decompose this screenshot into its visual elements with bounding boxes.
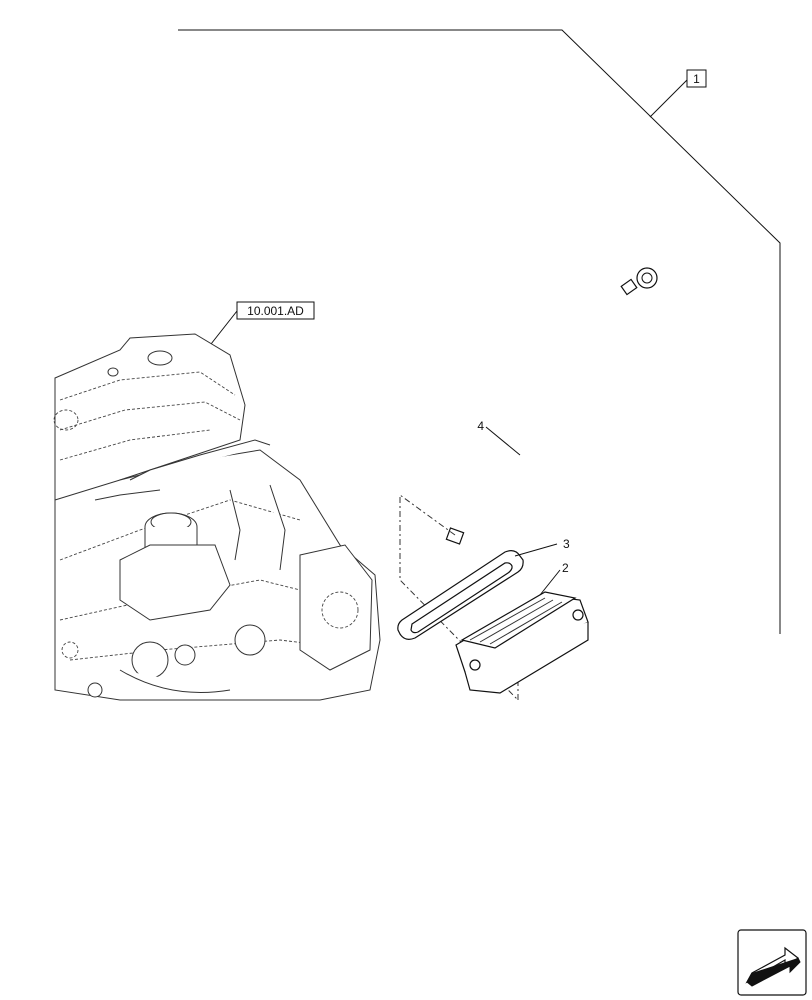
callout-2: 2 — [562, 561, 569, 575]
assembly-ref-box — [686, 69, 707, 88]
engine-ref-label: 10.001.AD — [247, 304, 304, 318]
part-4-battery-cable[interactable]: 4 — [445, 267, 658, 545]
assembly-bracket: 1 — [178, 29, 781, 634]
part-3-gasket[interactable]: 3 — [397, 537, 570, 640]
assembly-dash-lines — [399, 494, 519, 701]
callout-3: 3 — [563, 537, 570, 551]
part-2-heater-element[interactable]: 2 — [455, 561, 589, 694]
assembly-ref-label: 1 — [693, 72, 700, 86]
engine-ref-box — [236, 301, 315, 320]
callout-4: 4 — [477, 419, 484, 433]
arrow-return-icon[interactable] — [737, 929, 807, 996]
engine-illustration — [53, 333, 381, 701]
cable-connector — [445, 527, 465, 545]
